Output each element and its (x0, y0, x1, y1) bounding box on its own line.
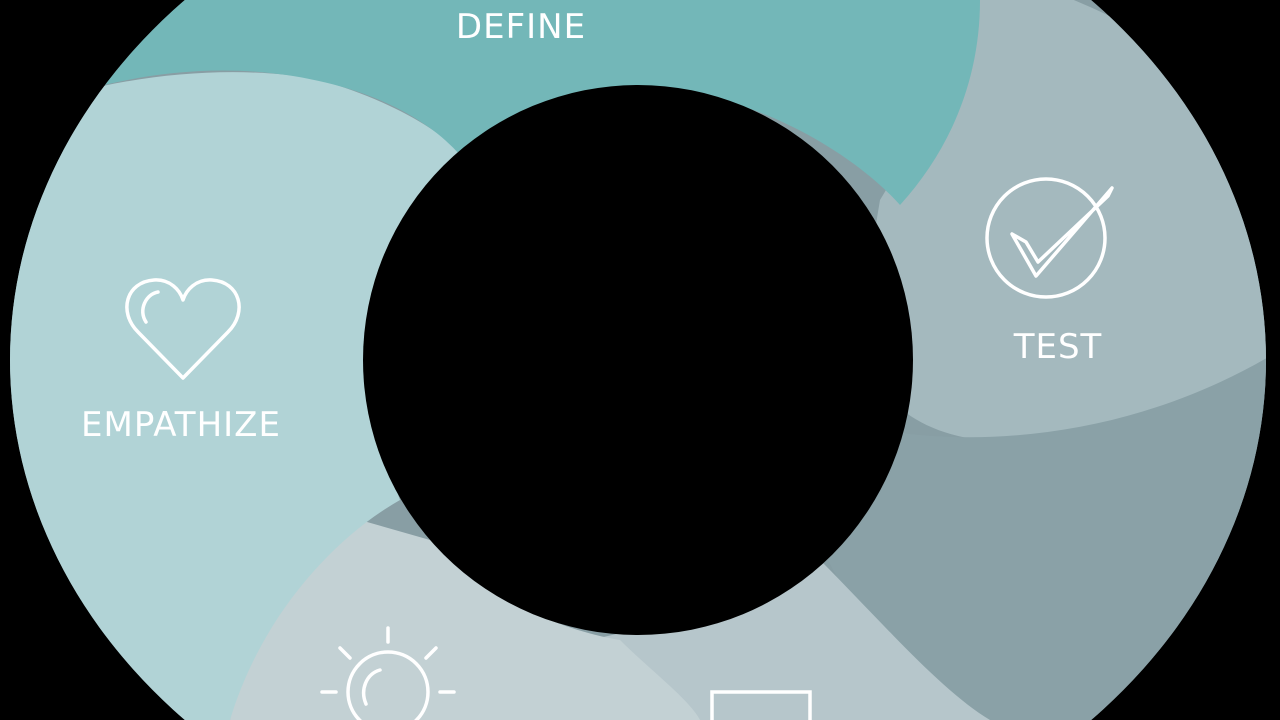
define-label: DEFINE (456, 7, 586, 47)
check-circle-icon (985, 177, 1114, 299)
segment-empathize (10, 72, 470, 720)
lightbulb-icon (320, 626, 456, 720)
heart-icon (125, 278, 241, 380)
empathize-label: EMPATHIZE (81, 405, 281, 445)
center-hole (363, 85, 913, 635)
segment-define (10, 0, 980, 205)
segment-ideate (230, 520, 700, 720)
segment-lower-right (820, 350, 1266, 720)
square-icon (710, 690, 812, 720)
segment-prototype (590, 560, 990, 720)
test-label: TEST (1013, 327, 1103, 367)
